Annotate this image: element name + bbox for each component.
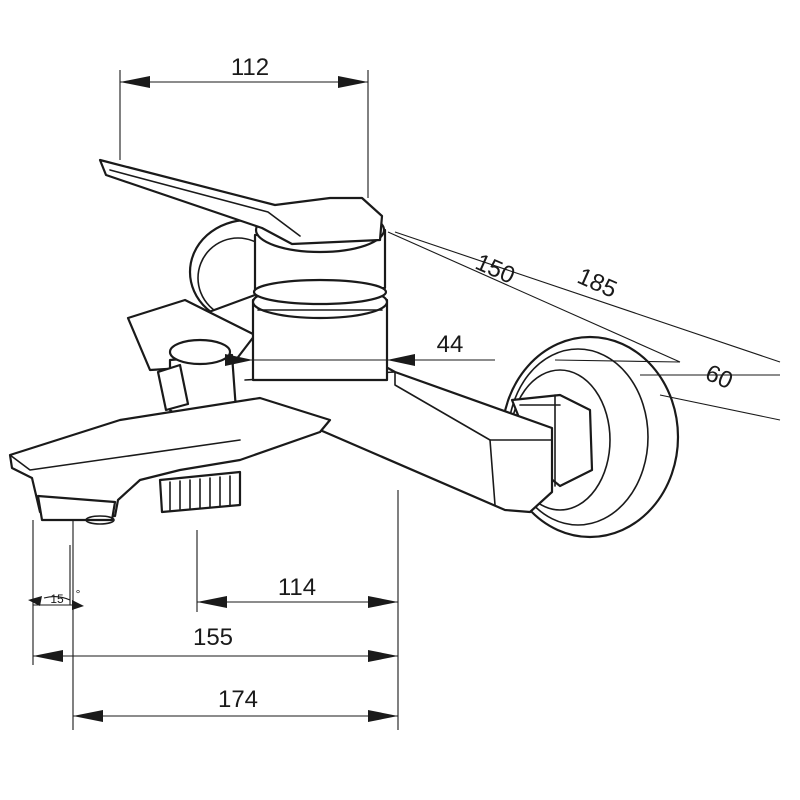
dimension-114: 114	[197, 574, 398, 608]
dimension-174-label: 174	[218, 686, 258, 713]
dimension-60-label: 60	[701, 359, 736, 395]
dimension-174: 174	[73, 686, 398, 722]
dimension-155: 155	[33, 624, 398, 662]
angle-15: 15 °	[28, 587, 84, 610]
dimension-112: 112	[120, 54, 368, 88]
threaded-outlet	[158, 470, 242, 514]
extension-lines	[32, 70, 781, 730]
dimension-150-label: 150	[471, 249, 519, 290]
angle-degree-symbol: °	[76, 587, 81, 601]
dimension-60: 60	[701, 359, 736, 395]
dimension-185-label: 185	[573, 263, 621, 304]
dimension-44-label: 44	[437, 331, 464, 358]
dimension-155-label: 155	[193, 624, 233, 651]
angle-15-label: 15	[50, 592, 64, 606]
dimension-150: 150	[471, 249, 519, 290]
dimension-114-label: 114	[278, 574, 316, 601]
dimension-112-label: 112	[231, 54, 269, 81]
dimension-44: 44	[225, 331, 495, 366]
dimension-185: 185	[573, 263, 621, 304]
spout	[8, 396, 332, 525]
lever-handle	[98, 158, 384, 246]
